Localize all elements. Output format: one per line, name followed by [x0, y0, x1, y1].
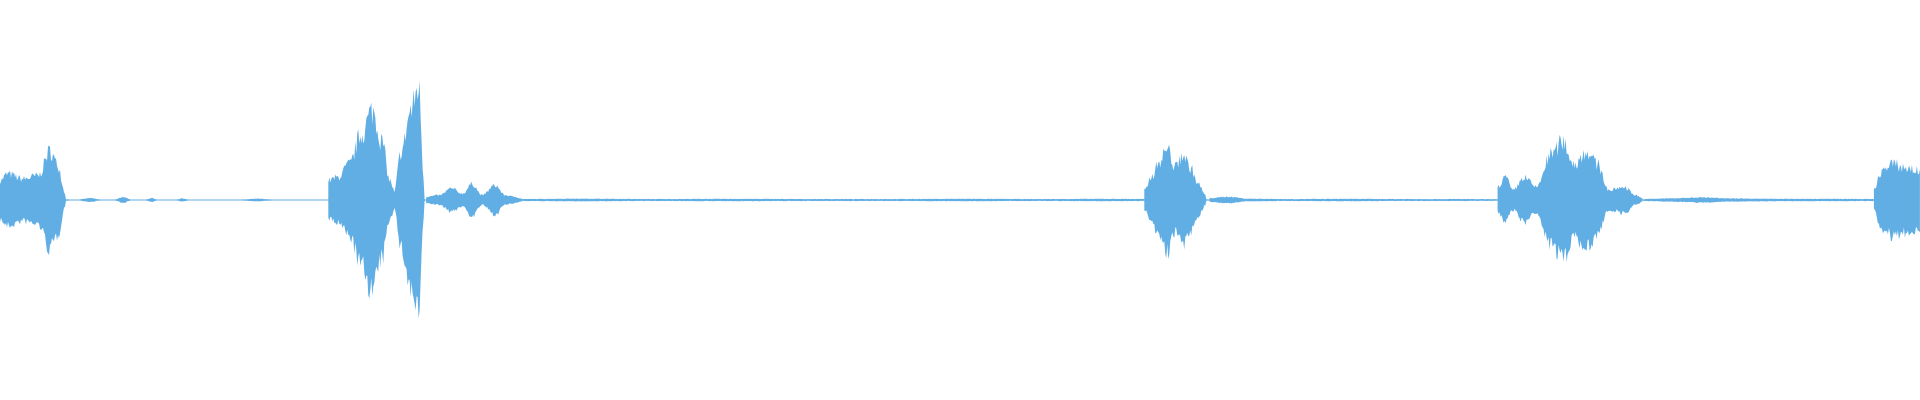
waveform-burst-13	[1643, 197, 1874, 203]
waveform-burst-11	[1209, 196, 1498, 204]
waveform-burst-0	[0, 145, 69, 255]
waveform-bursts	[0, 80, 1920, 319]
waveform-burst-6	[328, 102, 396, 299]
waveform-burst-4	[176, 198, 188, 202]
waveform-burst-10	[1144, 144, 1210, 260]
waveform-burst-7	[393, 80, 426, 319]
waveform-burst-8	[426, 181, 523, 217]
waveform-burst-3	[145, 197, 157, 202]
waveform-burst-12	[1497, 134, 1643, 262]
waveform-burst-9	[522, 198, 1145, 202]
waveform-burst-1	[80, 197, 100, 202]
waveform-burst-5	[241, 198, 272, 202]
waveform-burst-2	[115, 196, 131, 203]
waveform-burst-14	[1873, 159, 1920, 242]
